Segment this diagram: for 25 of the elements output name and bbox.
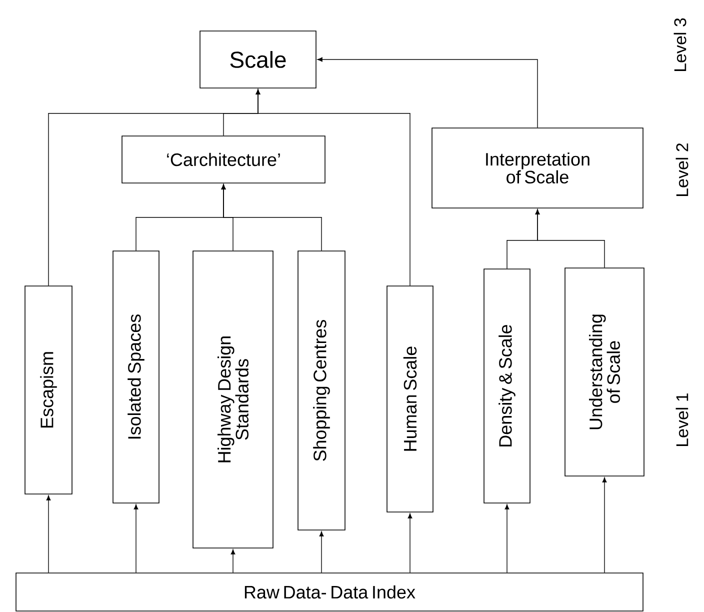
level-label: Level 3 bbox=[674, 18, 686, 71]
arrow bbox=[46, 495, 51, 573]
theme-box: Shopping Centres bbox=[298, 250, 346, 530]
theme-box: Isolated Spaces bbox=[112, 250, 160, 504]
theme-box: Escapism bbox=[24, 286, 72, 494]
arrow bbox=[602, 477, 607, 573]
arrow bbox=[221, 184, 322, 251]
category-box: Interpretation of Scale bbox=[432, 128, 644, 208]
data-box: Raw Data- Data Index bbox=[16, 572, 644, 612]
theme-box: Highway Design Standards bbox=[192, 250, 274, 548]
arrow bbox=[134, 504, 138, 573]
theme-box: Density & Scale bbox=[484, 268, 530, 504]
arrow bbox=[535, 209, 605, 268]
arrow bbox=[504, 504, 510, 573]
level-label: Level 1 bbox=[676, 393, 688, 446]
theme-box: Understanding of Scale bbox=[564, 268, 644, 476]
arrow bbox=[317, 57, 538, 128]
level-label: Level 2 bbox=[676, 143, 688, 196]
title-box: Scale bbox=[200, 30, 316, 88]
arrow bbox=[230, 549, 236, 573]
category-box: ‘Carchitecture’ bbox=[122, 136, 326, 184]
arrow bbox=[256, 89, 410, 286]
arrow bbox=[408, 513, 412, 573]
arrow bbox=[319, 531, 324, 573]
theme-box: Human Scale bbox=[386, 286, 434, 512]
